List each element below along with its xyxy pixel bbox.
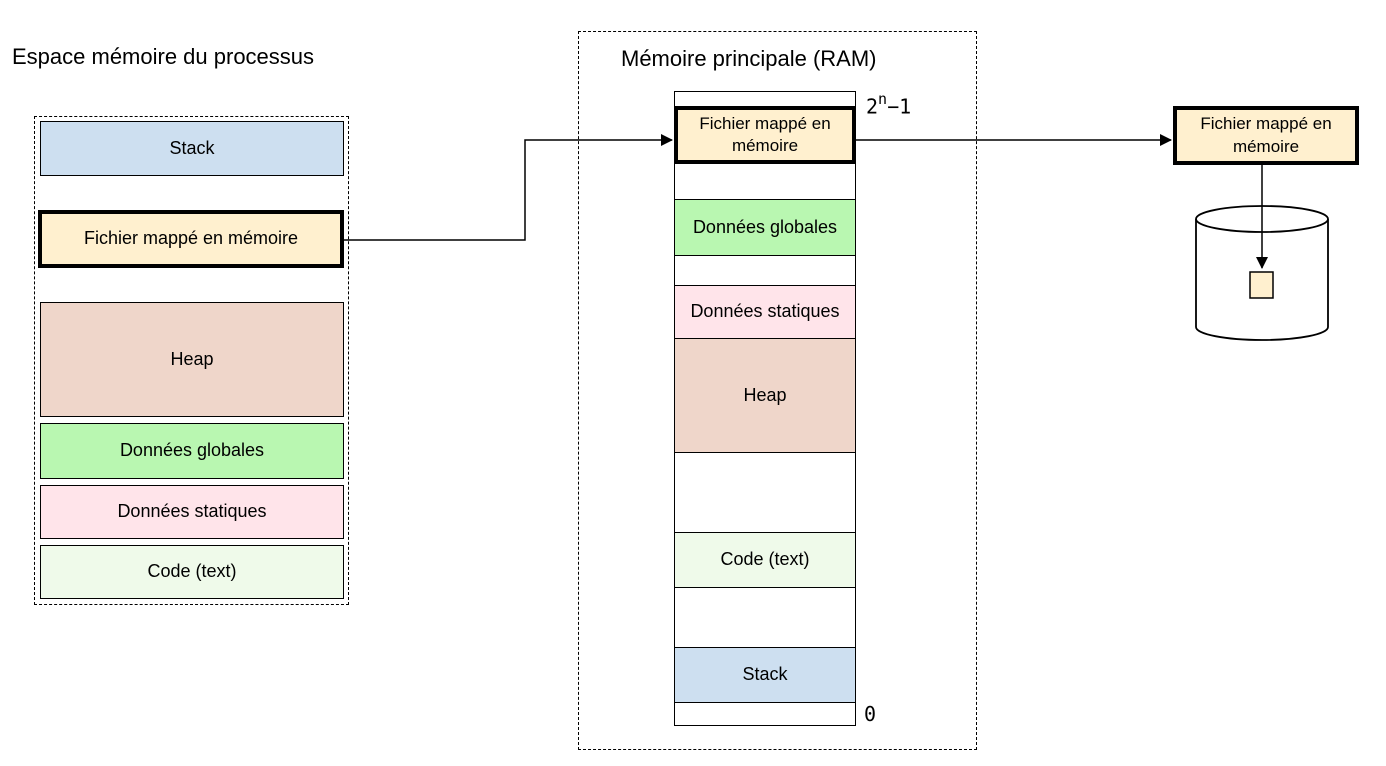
process-stack-segment: Stack — [40, 121, 344, 176]
ram-mapped-file-segment: Fichier mappé en mémoire — [674, 106, 856, 164]
process-statics-segment: Données statiques — [40, 485, 344, 539]
process-space-frame — [34, 116, 349, 605]
ram-bottom-address-label: 0 — [864, 702, 877, 726]
ram-heap-segment: Heap — [674, 338, 856, 453]
ram-top-address-exponent: n — [878, 90, 888, 108]
ram-stack-segment: Stack — [674, 647, 856, 703]
process-space-title: Espace mémoire du processus — [12, 44, 315, 69]
process-heap-segment: Heap — [40, 302, 344, 417]
ram-top-address-label: 2n−1 — [866, 90, 912, 119]
ram-title: Mémoire principale (RAM) — [621, 46, 877, 71]
ram-top-address-base: 2 — [866, 94, 879, 119]
ram-statics-segment: Données statiques — [674, 285, 856, 339]
process-mapped-file-segment: Fichier mappé en mémoire — [38, 210, 344, 268]
disk-mapped-file-box: Fichier mappé en mémoire — [1173, 106, 1359, 165]
ram-frame — [578, 31, 977, 750]
ram-code-segment: Code (text) — [674, 532, 856, 588]
disk-file-block — [1249, 271, 1274, 299]
arrow-process-to-ram — [344, 134, 673, 241]
ram-top-address-suffix: −1 — [887, 94, 912, 119]
process-globals-segment: Données globales — [40, 423, 344, 479]
ram-globals-segment: Données globales — [674, 199, 856, 256]
process-code-segment: Code (text) — [40, 545, 344, 599]
